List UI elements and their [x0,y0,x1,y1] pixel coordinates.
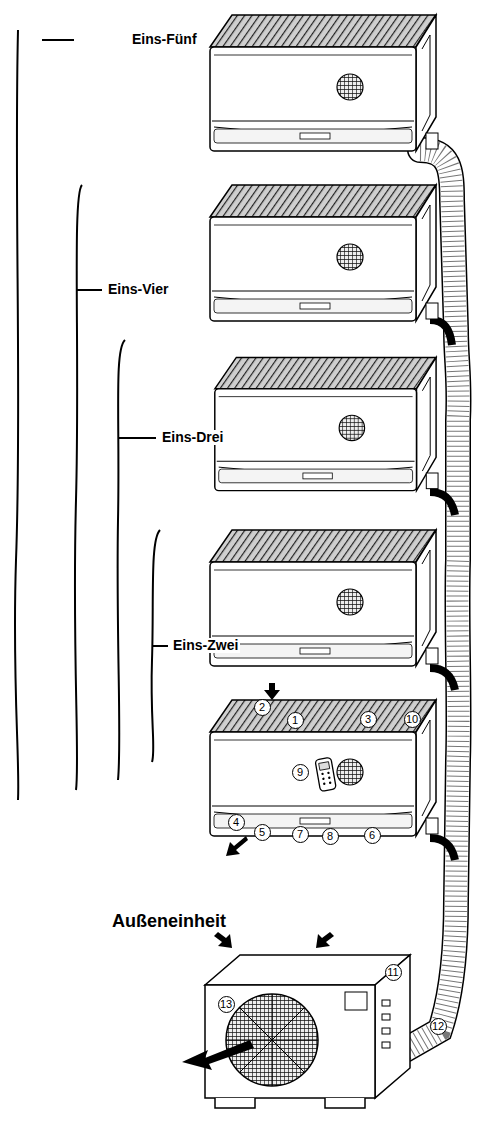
callout-number: 10 [404,711,421,728]
airflow-arrows [182,932,334,1070]
callout-number: 11 [385,964,402,981]
indoor-unit [215,357,438,490]
callout-number: 9 [292,764,309,781]
callout-number: 12 [430,1018,447,1035]
group-label: Eins-Drei [160,430,225,445]
callout-number: 7 [292,826,309,843]
indoor-unit [210,700,438,836]
callout-number: 4 [228,814,245,831]
callout-number: 2 [254,699,271,716]
group-label: Eins-Zwei [171,638,240,653]
airflow-arrows [226,683,280,856]
unit-title: Außeneinheit [112,912,226,932]
callout-number: 3 [360,711,377,728]
callout-number: 8 [322,828,339,845]
indoor-unit [210,185,438,321]
callout-number: 1 [287,712,304,729]
indoor-unit [210,15,438,151]
callout-number: 6 [364,827,381,844]
callout-number: 13 [218,996,235,1013]
callout-number: 5 [254,824,271,841]
group-label: Eins-Fünf [130,32,199,47]
remote-control [315,757,336,791]
group-label: Eins-Vier [106,282,170,297]
outdoor-unit [205,955,410,1108]
indoor-unit [210,530,438,666]
group-brackets [15,30,168,800]
